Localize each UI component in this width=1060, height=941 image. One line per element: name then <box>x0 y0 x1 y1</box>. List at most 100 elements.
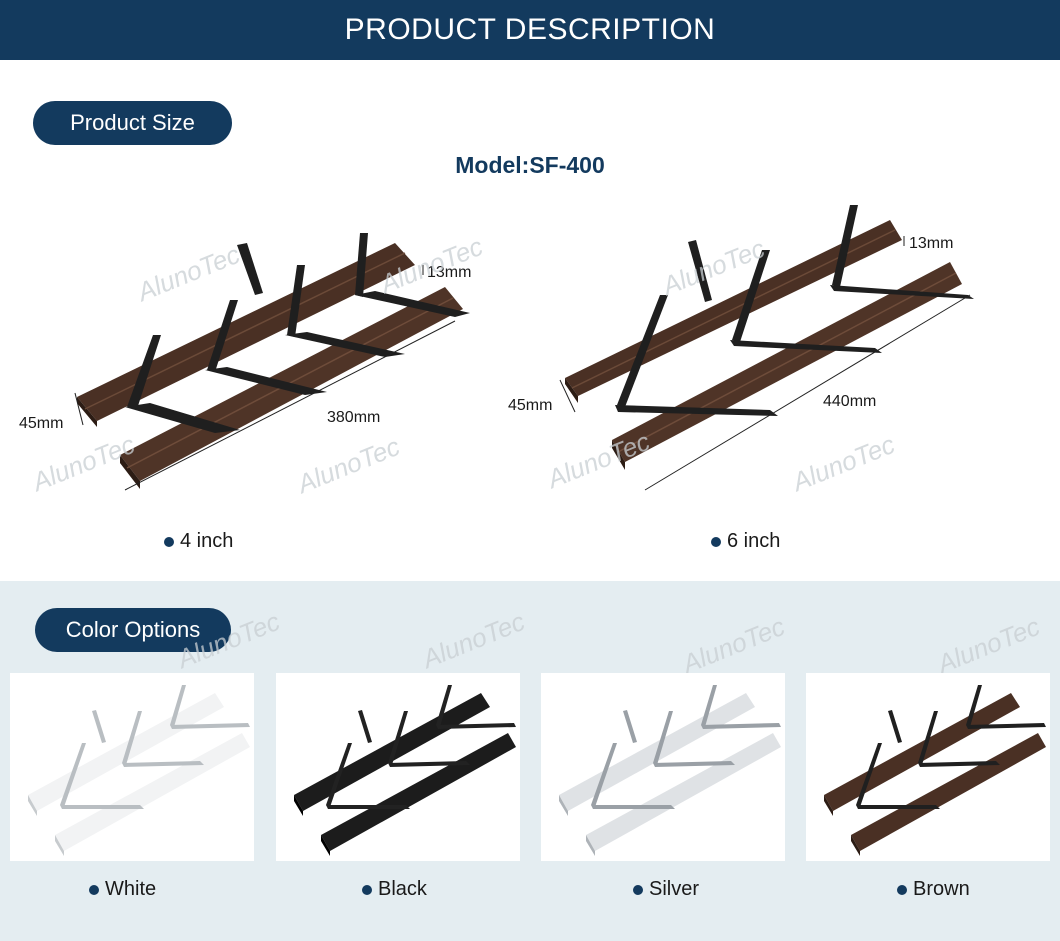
color-name-white: White <box>105 878 157 900</box>
color-caption-white: White <box>89 878 156 901</box>
bracket <box>653 711 673 765</box>
bracket <box>436 685 452 727</box>
blade-edge <box>851 835 860 856</box>
bracket <box>388 711 408 765</box>
width-dim-4: 380mm <box>327 409 380 426</box>
blade-edge <box>294 795 303 816</box>
bracket <box>388 761 470 767</box>
bracket <box>355 233 368 297</box>
product-size-label: Product Size <box>33 101 232 145</box>
bracket <box>732 250 770 342</box>
louver-silver-icon <box>559 685 781 856</box>
color-caption-black: Black <box>362 878 427 901</box>
bracket <box>856 805 940 809</box>
bracket <box>92 710 106 743</box>
color-name-silver: Silver <box>649 878 700 900</box>
blade-front <box>851 733 1046 851</box>
bracket <box>966 723 1046 729</box>
caption-4-inch-text: 4 inch <box>180 530 234 552</box>
thickness-dim-6: 13mm <box>909 235 953 252</box>
blade-edge <box>586 835 595 856</box>
color-name-brown: Brown <box>913 878 970 900</box>
bracket <box>355 291 470 317</box>
bracket <box>918 711 938 765</box>
bracket <box>591 805 675 809</box>
color-caption-brown: Brown <box>897 878 970 901</box>
bracket <box>830 285 974 299</box>
color-name-black: Black <box>378 878 427 900</box>
bracket <box>285 332 405 357</box>
louver-white-icon <box>28 685 250 856</box>
bracket <box>730 340 882 353</box>
blade-back <box>77 243 415 421</box>
product-size-text: Product Size <box>70 110 195 135</box>
louver-brown-icon <box>824 685 1046 856</box>
bullet-dot <box>633 884 643 895</box>
bracket <box>623 710 637 743</box>
header-banner: PRODUCT DESCRIPTION <box>0 0 1060 60</box>
bracket <box>688 240 712 302</box>
color-card-brown[interactable] <box>806 673 1050 861</box>
color-card-silver[interactable] <box>541 673 785 861</box>
bullet-dot <box>362 884 372 895</box>
blade-edge <box>559 795 568 816</box>
bracket <box>966 685 982 727</box>
product-6-inch: 13mm 45mm 440mm <box>500 200 1020 500</box>
bracket <box>122 711 142 765</box>
bracket <box>358 710 372 743</box>
blade-edge <box>824 795 833 816</box>
caption-6-inch: 6 inch <box>711 530 780 553</box>
product-4-inch: 13mm 45mm 380mm <box>15 225 505 515</box>
bracket <box>653 761 735 767</box>
bracket <box>856 743 882 807</box>
blade-back <box>565 220 902 396</box>
bracket <box>591 743 617 807</box>
thickness-dim-4: 13mm <box>427 264 471 281</box>
height-dim-6: 45mm <box>508 397 552 414</box>
bracket <box>122 761 204 767</box>
bullet-dot <box>89 884 99 895</box>
blade-edge <box>321 835 330 856</box>
bracket <box>617 295 668 407</box>
bracket <box>832 205 858 287</box>
bracket <box>207 300 238 372</box>
bracket <box>436 723 516 729</box>
bracket <box>205 367 327 395</box>
product-6-inch-illustration: 13mm 45mm 440mm <box>508 205 974 491</box>
width-dim-6: 440mm <box>823 393 876 410</box>
color-card-black[interactable] <box>276 673 520 861</box>
bracket <box>701 723 781 729</box>
caption-4-inch: 4 inch <box>164 530 233 553</box>
louver-black-icon <box>294 685 516 856</box>
bracket <box>701 685 717 727</box>
blade-front <box>321 733 516 851</box>
color-options-label: Color Options <box>35 608 231 652</box>
bracket <box>125 403 240 433</box>
bracket <box>888 710 902 743</box>
blade-front <box>586 733 781 851</box>
blade-edge <box>28 795 37 816</box>
bracket <box>60 743 86 807</box>
bracket <box>237 243 263 295</box>
bullet-dot <box>711 536 721 547</box>
bullet-dot <box>164 536 174 547</box>
bracket <box>60 805 144 809</box>
caption-6-inch-text: 6 inch <box>727 530 781 552</box>
color-card-white[interactable] <box>10 673 254 861</box>
bracket <box>127 335 161 409</box>
blade-front <box>55 733 250 851</box>
bracket <box>918 761 1000 767</box>
blade-edge <box>55 835 64 856</box>
bracket <box>326 743 352 807</box>
bullet-dot <box>897 884 907 895</box>
bracket <box>287 265 305 337</box>
bracket <box>170 685 186 727</box>
model-title: Model:SF-400 <box>455 152 605 178</box>
bracket <box>170 723 250 729</box>
color-caption-silver: Silver <box>633 878 699 901</box>
product-4-inch-illustration: 13mm 45mm 380mm <box>19 233 471 491</box>
bracket <box>326 805 410 809</box>
header-title: PRODUCT DESCRIPTION <box>344 13 716 46</box>
bracket <box>615 405 778 416</box>
color-options-text: Color Options <box>65 617 201 642</box>
